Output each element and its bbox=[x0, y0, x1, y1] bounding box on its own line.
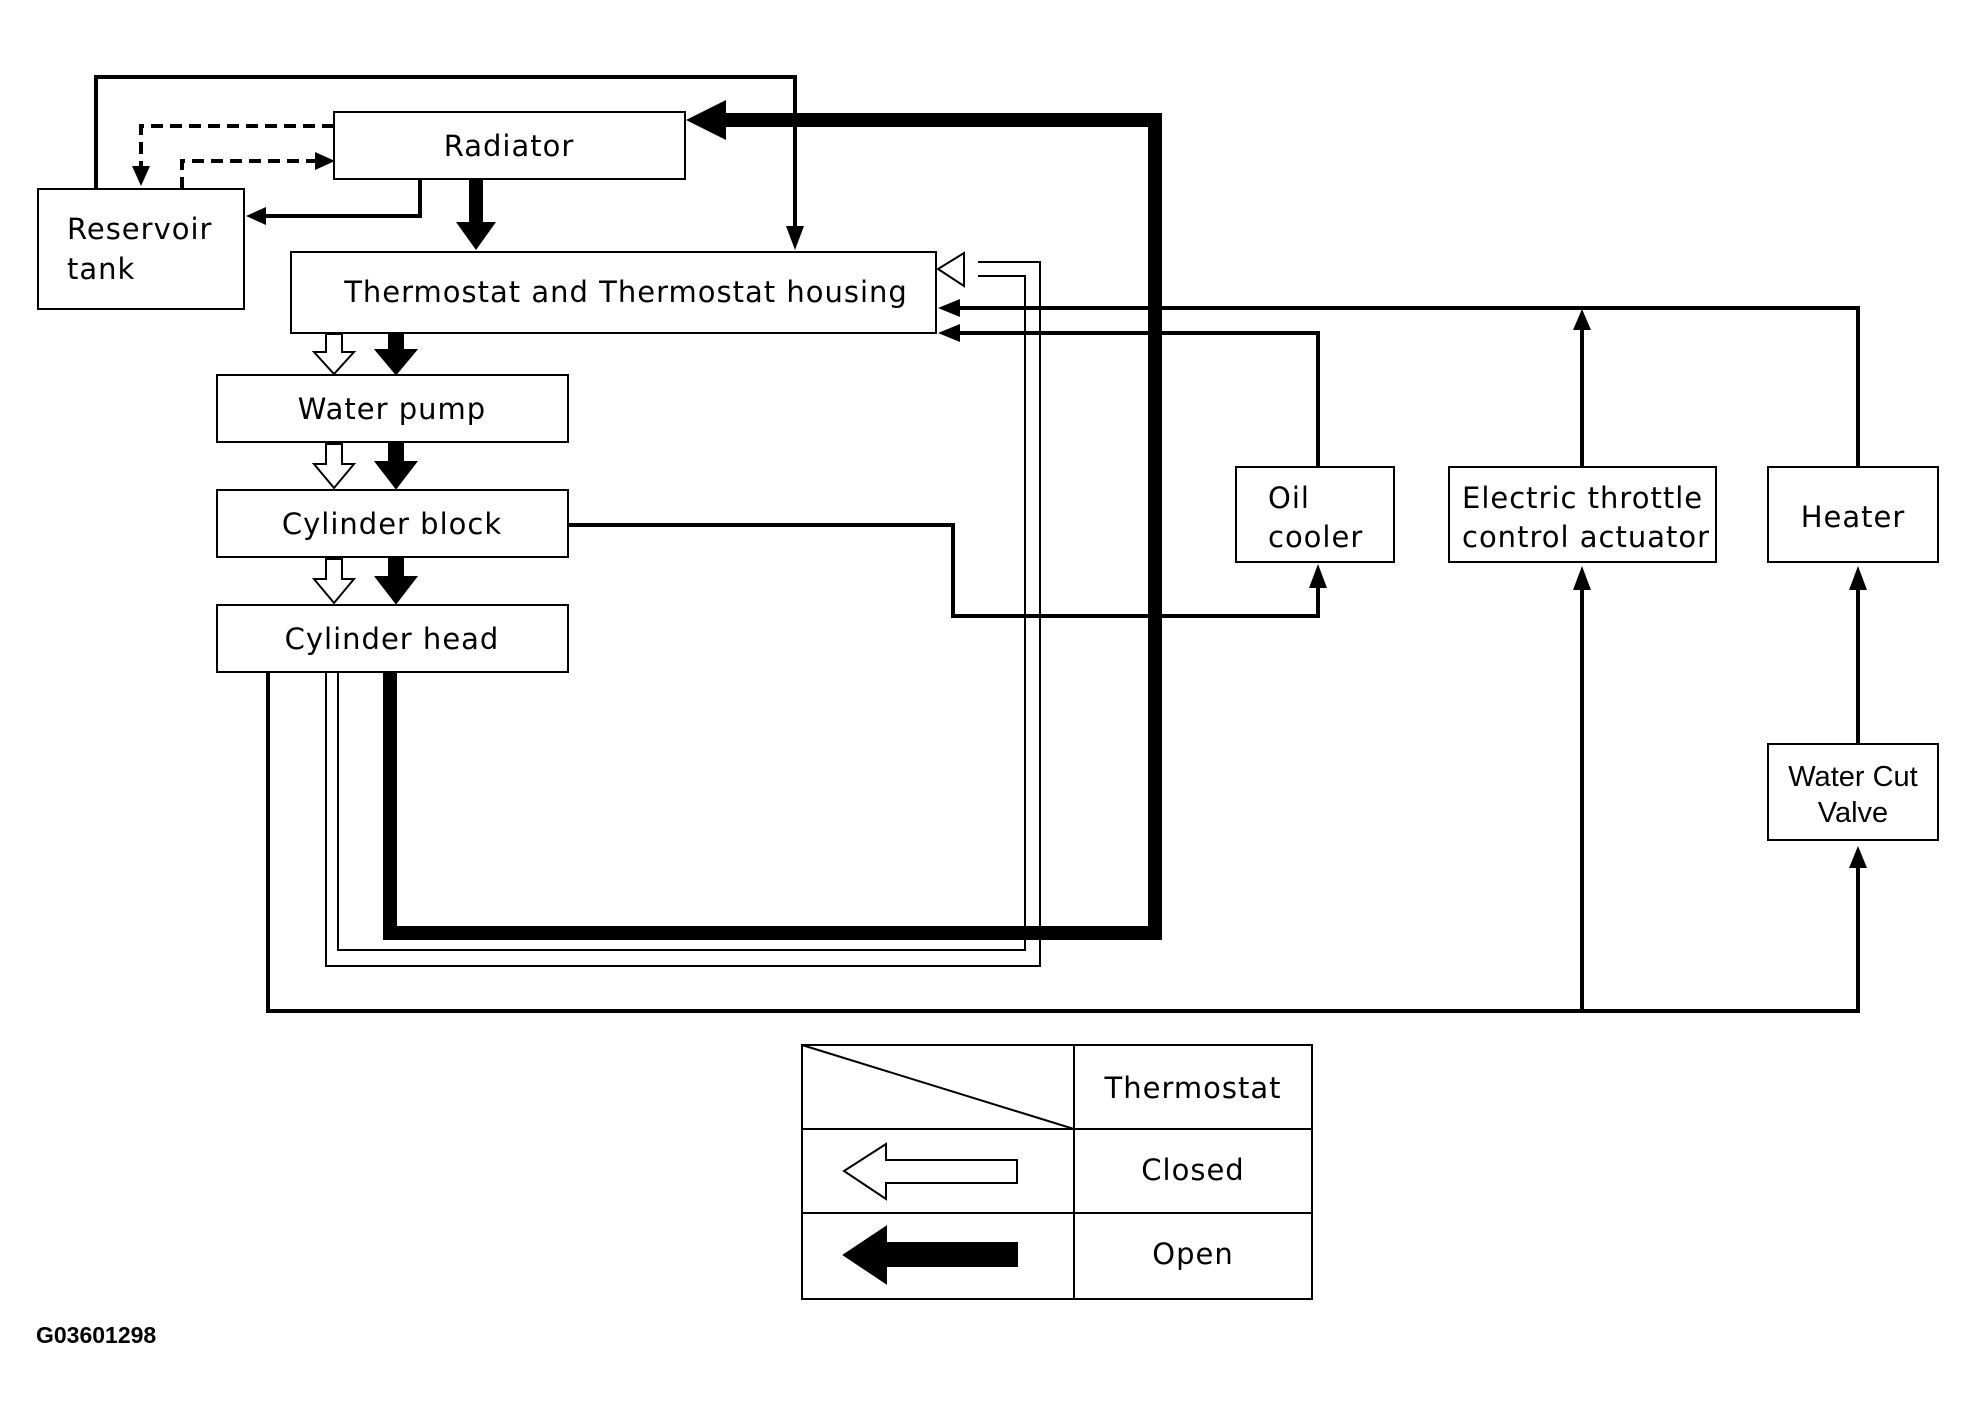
radiator-box: Radiator bbox=[333, 111, 686, 180]
oil-cooler-box: Oil cooler bbox=[1235, 466, 1395, 563]
flow-lines bbox=[94, 75, 1867, 1013]
cylinder-head-box: Cylinder head bbox=[216, 604, 569, 673]
open-return-to-radiator-thick-line bbox=[383, 113, 1162, 940]
legend-table: Thermostat Closed Open bbox=[801, 1044, 1313, 1300]
legend-open-arrow-icon bbox=[842, 1225, 1018, 1285]
reservoir-label-line2: tank bbox=[67, 252, 135, 286]
thermostat-to-pump-closed-arrow bbox=[311, 333, 357, 376]
water-cut-valve-label-line1: Water Cut bbox=[1788, 761, 1917, 793]
pump-to-block-closed-arrow bbox=[311, 443, 357, 490]
throttle-actuator-inlet-arrowhead bbox=[1573, 566, 1591, 590]
thermostat-to-pump-open-arrow bbox=[373, 333, 419, 376]
radiator-to-reservoir-line bbox=[262, 179, 422, 218]
throttle-actuator-return-arrowhead bbox=[1573, 309, 1591, 330]
reservoir-tank-box: Reservoir tank bbox=[37, 188, 245, 310]
pump-to-block-open-arrow bbox=[373, 443, 419, 490]
radiator-to-reservoir-arrowhead bbox=[246, 207, 266, 225]
oil-cooler-return-line bbox=[956, 331, 1320, 467]
heater-inlet-arrowhead bbox=[1849, 566, 1867, 590]
oil-cooler-inlet-arrowhead bbox=[1309, 564, 1327, 588]
open-return-to-radiator-arrowhead bbox=[686, 100, 726, 140]
legend-closed-arrow-icon bbox=[842, 1142, 1018, 1201]
water-pump-label: Water pump bbox=[298, 392, 486, 426]
water-cut-valve-box: Water Cut Valve bbox=[1767, 743, 1939, 841]
block-to-head-open-arrow bbox=[373, 558, 419, 605]
engine-stack-arrows bbox=[311, 333, 419, 605]
closed-return-pipe-outer bbox=[325, 261, 1041, 967]
block-to-oil-cooler-line bbox=[569, 523, 1320, 618]
oil-cooler-label-line1: Oil bbox=[1268, 481, 1310, 515]
thermostat-housing-label: Thermostat and Thermostat housing bbox=[343, 275, 908, 309]
thermostat-housing-box: Thermostat and Thermostat housing bbox=[290, 251, 937, 334]
reservoir-to-radiator-dashed-line bbox=[180, 159, 317, 189]
throttle-label-line2: control actuator bbox=[1462, 520, 1710, 554]
closed-return-pipe-inner bbox=[337, 275, 1026, 951]
legend-closed-label: Closed bbox=[1141, 1153, 1244, 1187]
water-cut-valve-label-line2: Valve bbox=[1818, 797, 1888, 829]
cylinder-block-box: Cylinder block bbox=[216, 489, 569, 558]
radiator-label: Radiator bbox=[444, 129, 575, 163]
reservoir-to-thermostat-line bbox=[94, 75, 797, 238]
closed-return-hollow-arrowhead bbox=[936, 251, 965, 288]
water-pump-box: Water pump bbox=[216, 374, 569, 443]
oil-cooler-return-arrowhead bbox=[938, 324, 960, 342]
heater-box: Heater bbox=[1767, 466, 1939, 563]
cylinder-head-label: Cylinder head bbox=[285, 622, 500, 656]
legend-open-label: Open bbox=[1152, 1237, 1233, 1271]
radiator-to-thermostat-thick-arrowhead bbox=[456, 222, 496, 250]
radiator-to-reservoir-dashed-line bbox=[139, 124, 334, 170]
throttle-label-line1: Electric throttle bbox=[1462, 481, 1703, 515]
reservoir-label-line1: Reservoir bbox=[67, 212, 212, 246]
heater-return-line bbox=[956, 306, 1860, 467]
radiator-to-reservoir-dashed-arrowhead bbox=[132, 166, 150, 186]
oil-cooler-label-line2: cooler bbox=[1268, 520, 1363, 554]
block-to-head-closed-arrow bbox=[311, 558, 357, 605]
legend-header-diagonal bbox=[801, 1044, 1075, 1130]
electric-throttle-actuator-box: Electric throttle control actuator bbox=[1448, 466, 1717, 563]
reservoir-to-radiator-dashed-arrowhead bbox=[315, 152, 335, 170]
reservoir-to-thermostat-arrowhead bbox=[786, 226, 804, 250]
cylinder-block-label: Cylinder block bbox=[282, 507, 502, 541]
legend-header-label: Thermostat bbox=[1104, 1071, 1282, 1105]
heater-label: Heater bbox=[1801, 500, 1906, 534]
figure-code: G03601298 bbox=[36, 1322, 156, 1348]
heater-return-arrowhead bbox=[938, 299, 960, 317]
water-cut-valve-inlet-arrowhead bbox=[1849, 846, 1867, 868]
bottom-coolant-loop-line bbox=[266, 673, 1860, 1013]
